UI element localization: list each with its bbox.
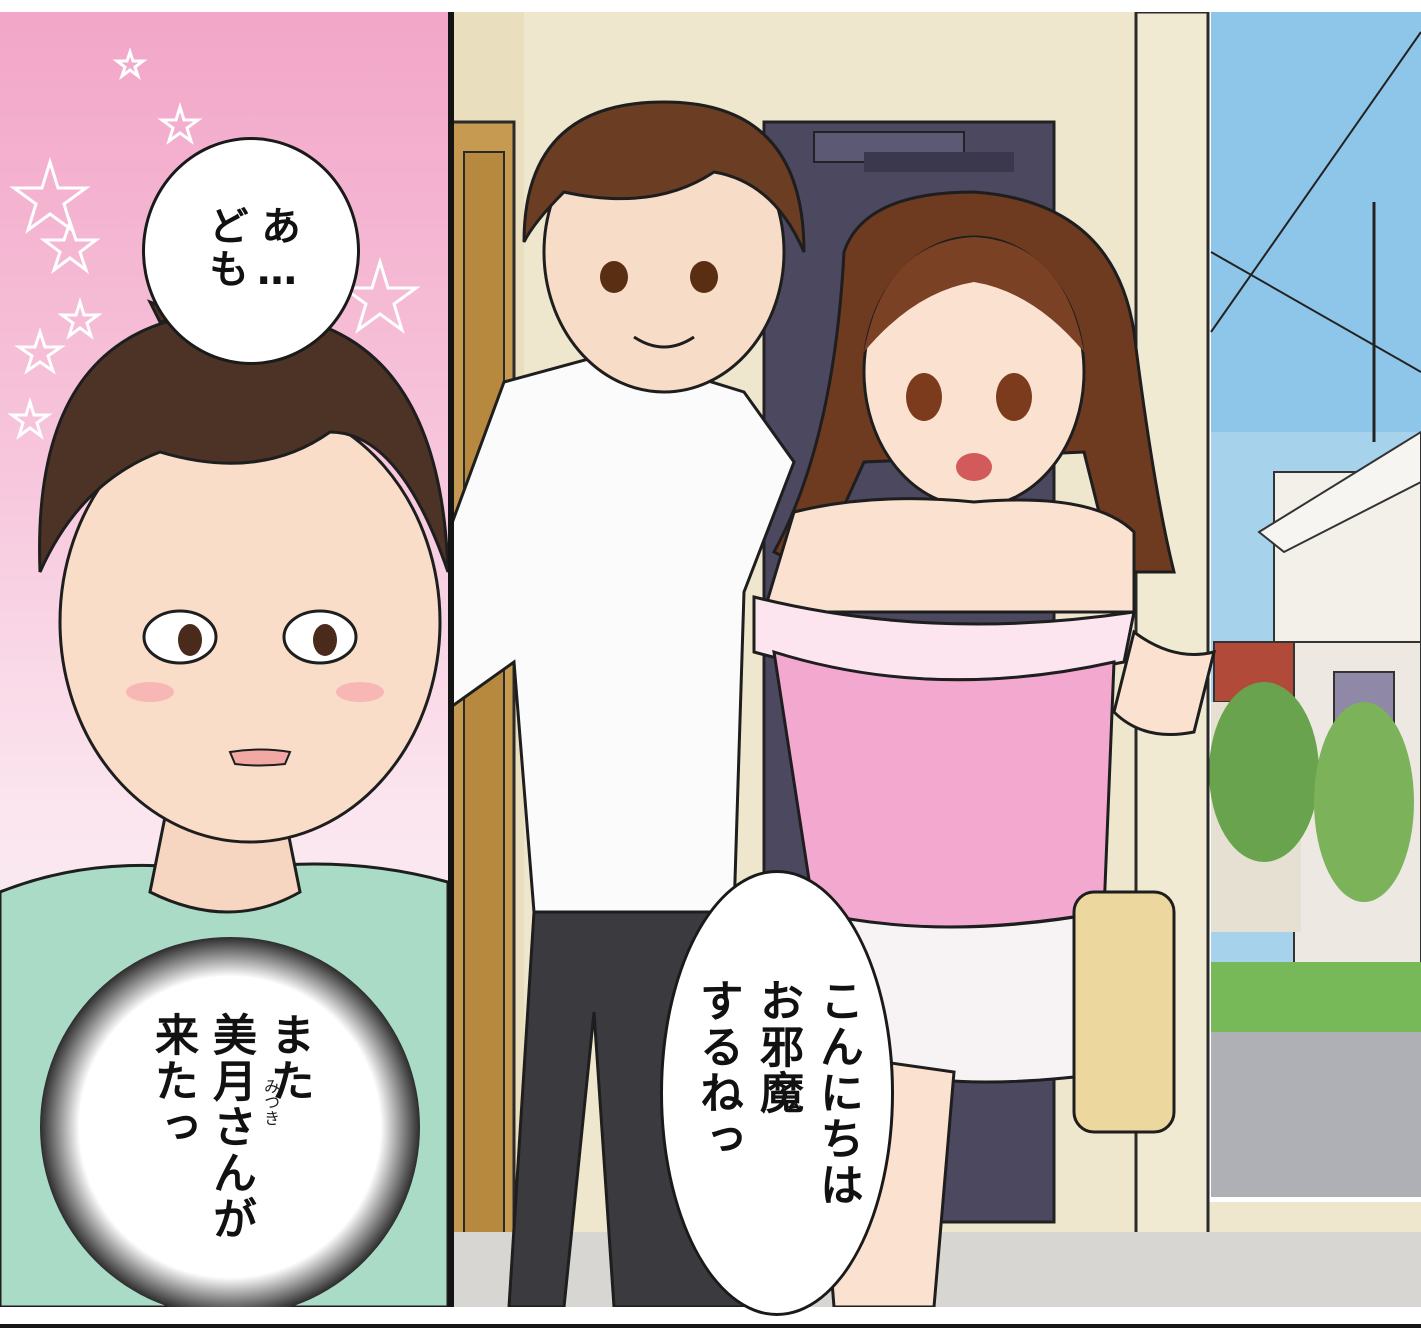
speech-text-girl: こんにちは お邪魔 するねっ [692, 978, 863, 1208]
ruby-reading: みつき [261, 1078, 280, 1126]
speech-bubble-boy: あ… ども [142, 137, 360, 365]
right-panel [414, 12, 1421, 1307]
panel-gutter [0, 1318, 1421, 1336]
speech-bubble-girl: こんにちは お邪魔 するねっ [660, 870, 894, 1316]
doorway-scene [414, 12, 1421, 1307]
thought-burst: また 美月さんが 来たっ [40, 937, 420, 1307]
next-panel-border [0, 1324, 1421, 1328]
woman-figure [752, 190, 1217, 1307]
thought-text: また 美月さんが 来たっ [147, 1012, 314, 1242]
outside-view [1206, 12, 1421, 1202]
left-panel: あ… ども また 美月さんが 来たっ みつき [0, 12, 454, 1307]
speech-text-boy: あ… ども [202, 205, 300, 297]
